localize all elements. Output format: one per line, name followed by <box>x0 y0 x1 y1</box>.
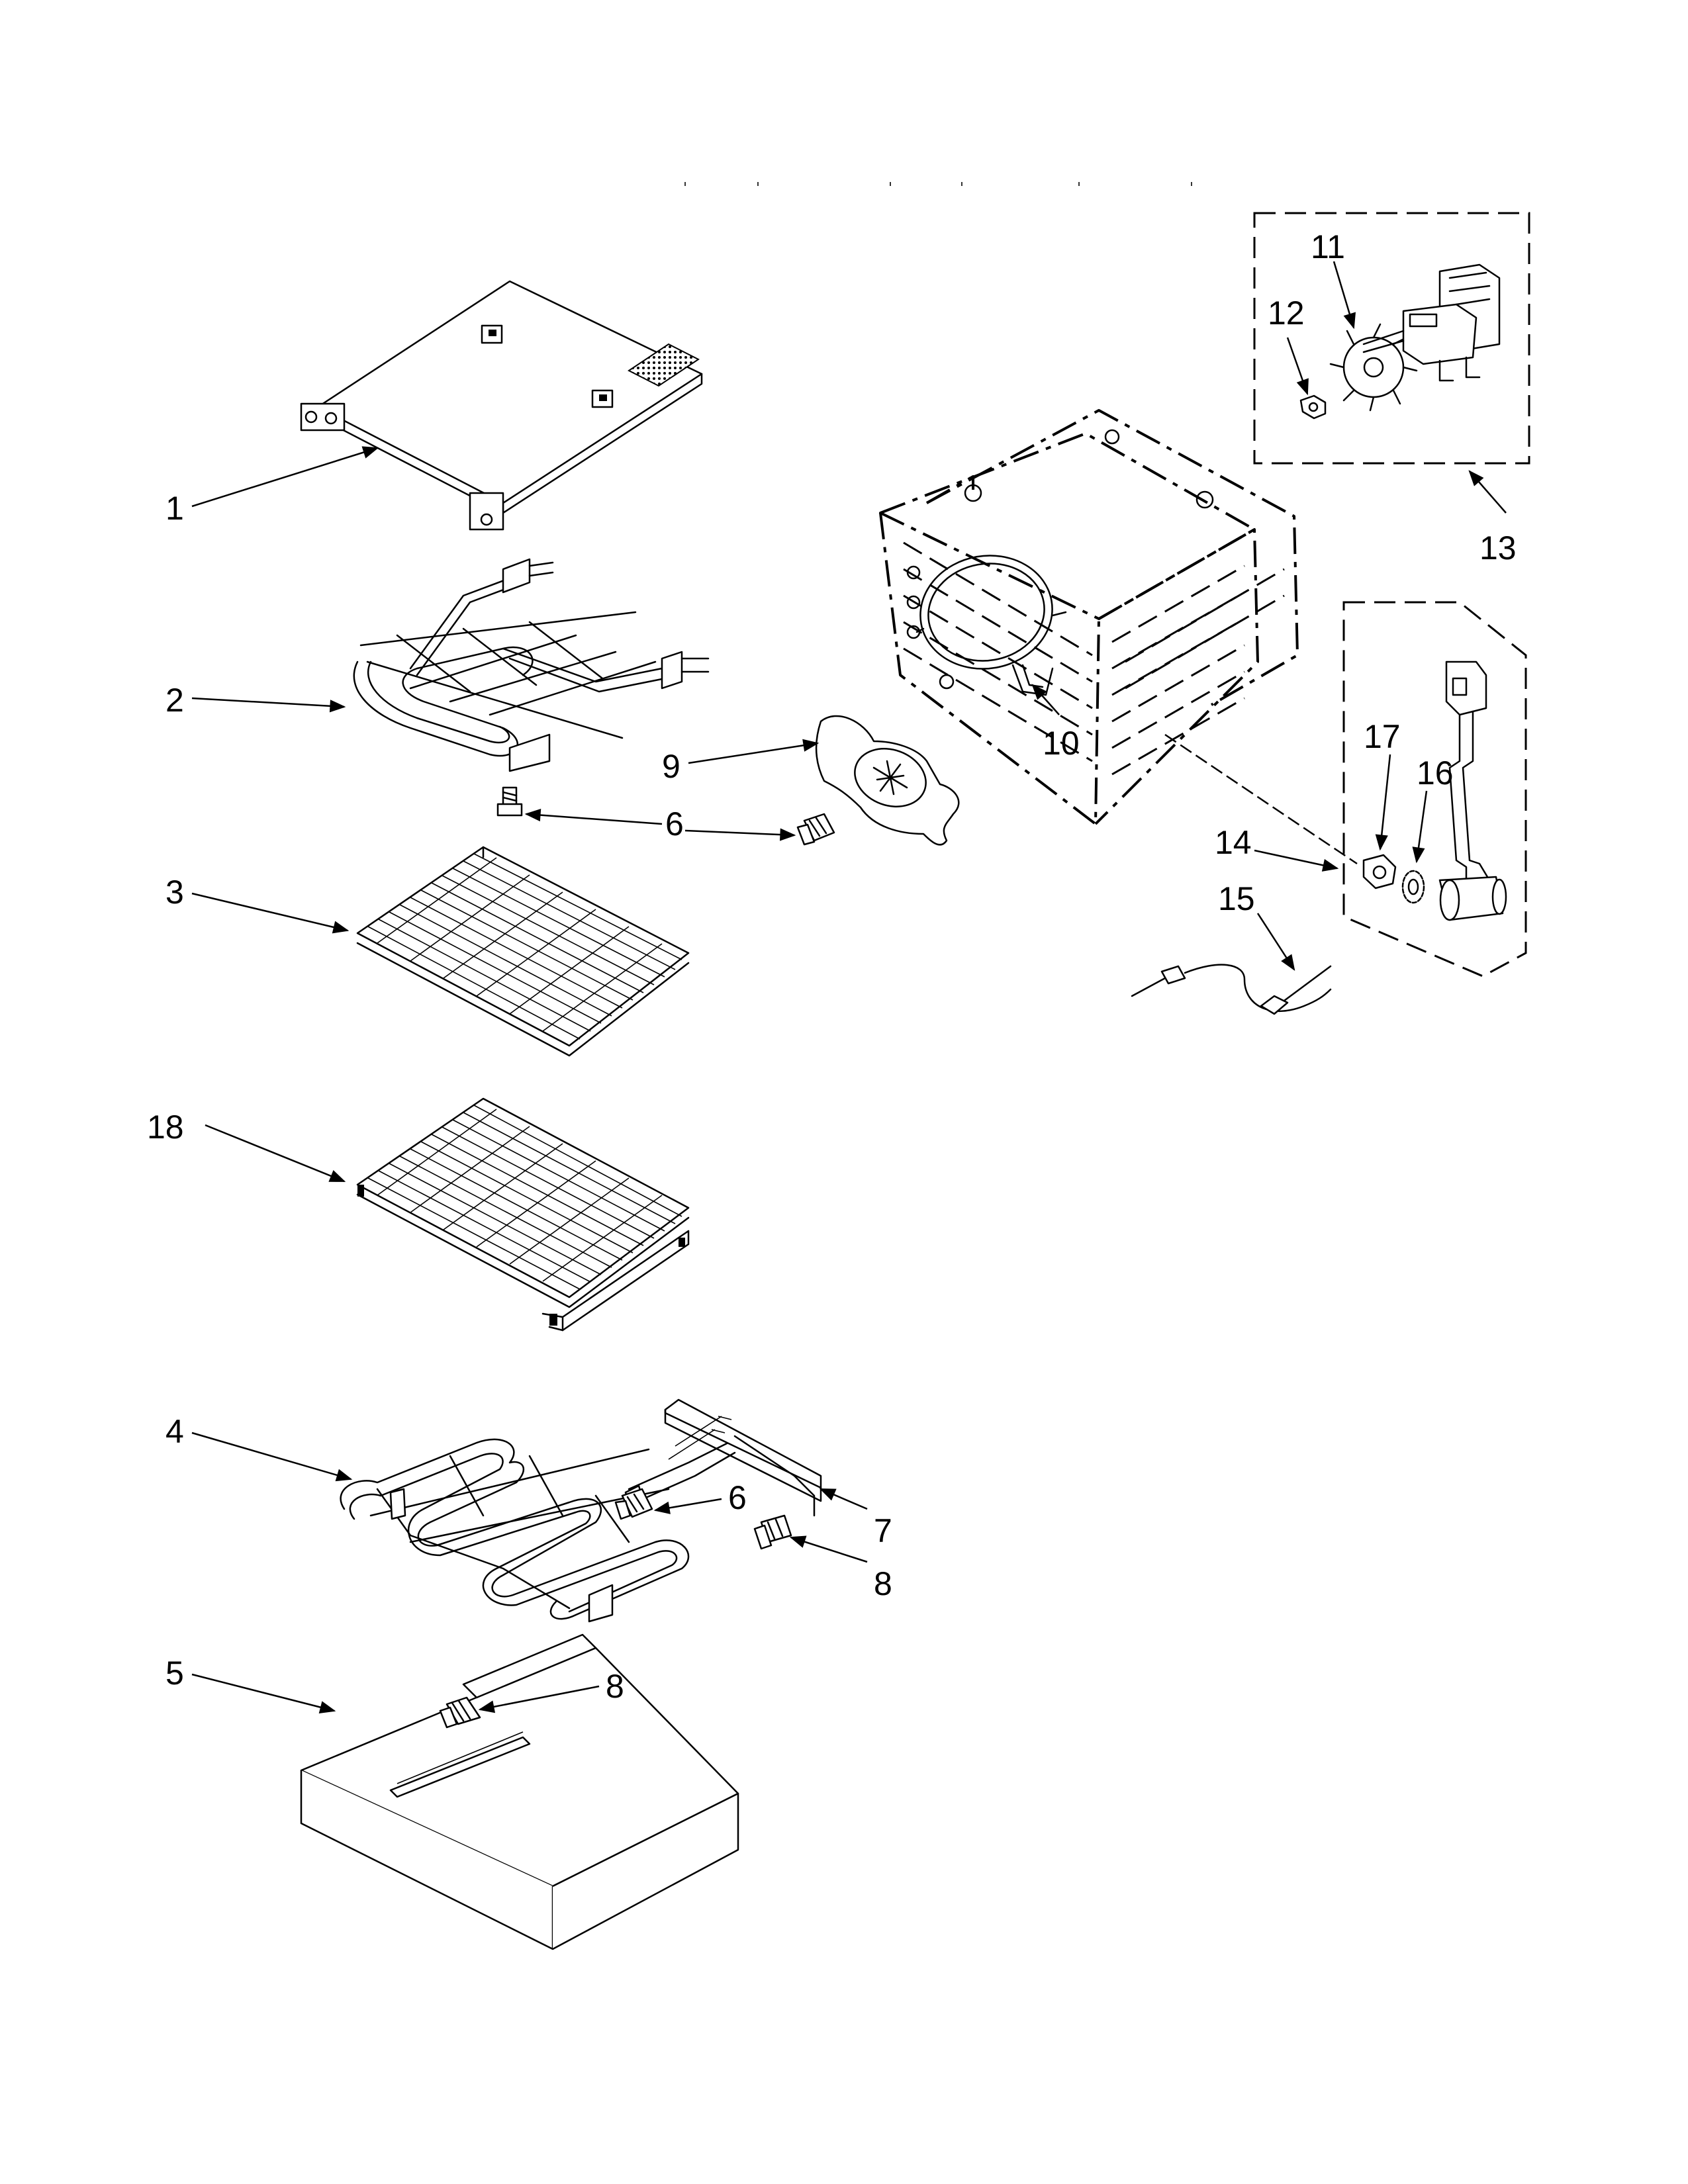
callout-18: 18 <box>147 1109 184 1146</box>
callout-15: 15 <box>1218 880 1255 917</box>
part-1-top-panel <box>300 280 703 531</box>
callout-5: 5 <box>165 1655 184 1692</box>
sensor-assembly-box <box>1342 601 1527 978</box>
callout-9: 9 <box>662 748 680 785</box>
oven-cavity <box>879 409 1299 825</box>
part-8-screw-bracket <box>753 1514 792 1550</box>
callout-6-lower: 6 <box>728 1479 747 1516</box>
part-8-screw-tray <box>439 1696 481 1729</box>
scan-marks <box>684 182 1192 186</box>
callout-17: 17 <box>1364 718 1401 755</box>
callout-3: 3 <box>165 874 184 911</box>
callout-12: 12 <box>1268 295 1305 332</box>
callout-leaders <box>191 261 1507 1713</box>
part-4-bake-element <box>340 1438 736 1623</box>
part-15-meat-probe <box>1131 964 1332 1015</box>
callout-13: 13 <box>1479 529 1517 567</box>
part-12-nut <box>1299 394 1327 420</box>
callout-1: 1 <box>165 490 184 527</box>
callout-8-tray: 8 <box>606 1668 624 1705</box>
sensor-assembly <box>1438 660 1507 921</box>
alignment-line <box>1164 733 1358 865</box>
callout-8-bracket: 8 <box>874 1565 892 1602</box>
callout-11: 11 <box>1311 228 1345 265</box>
callout-2: 2 <box>165 682 184 719</box>
part-13-fan-motor-assembly-box <box>1253 212 1530 465</box>
part-3-oven-rack <box>356 846 690 1057</box>
part-11-fan-blade <box>1329 323 1418 412</box>
callout-14: 14 <box>1215 824 1252 861</box>
callout-10: 10 <box>1043 725 1080 762</box>
part-9-fan-baffle <box>815 715 960 846</box>
part-18-extension-rack <box>356 1097 690 1332</box>
part-6-screw-lower <box>614 1488 653 1520</box>
part-17-nut <box>1362 854 1397 889</box>
part-6-screw-upper <box>496 786 523 817</box>
part-2-broil-element <box>353 558 710 772</box>
callout-4: 4 <box>165 1413 184 1450</box>
callout-16: 16 <box>1417 754 1454 792</box>
callout-7: 7 <box>874 1512 892 1549</box>
part-6-screw-baffle <box>796 813 835 846</box>
callout-labels: 1 2 3 18 4 5 6 6 7 8 8 9 10 11 12 13 14 … <box>147 228 1517 1705</box>
part-16-washer <box>1401 870 1425 904</box>
fan-motor <box>1362 263 1501 382</box>
part-5-bottom-tray <box>300 1633 739 1950</box>
callout-6-upper: 6 <box>665 805 684 842</box>
